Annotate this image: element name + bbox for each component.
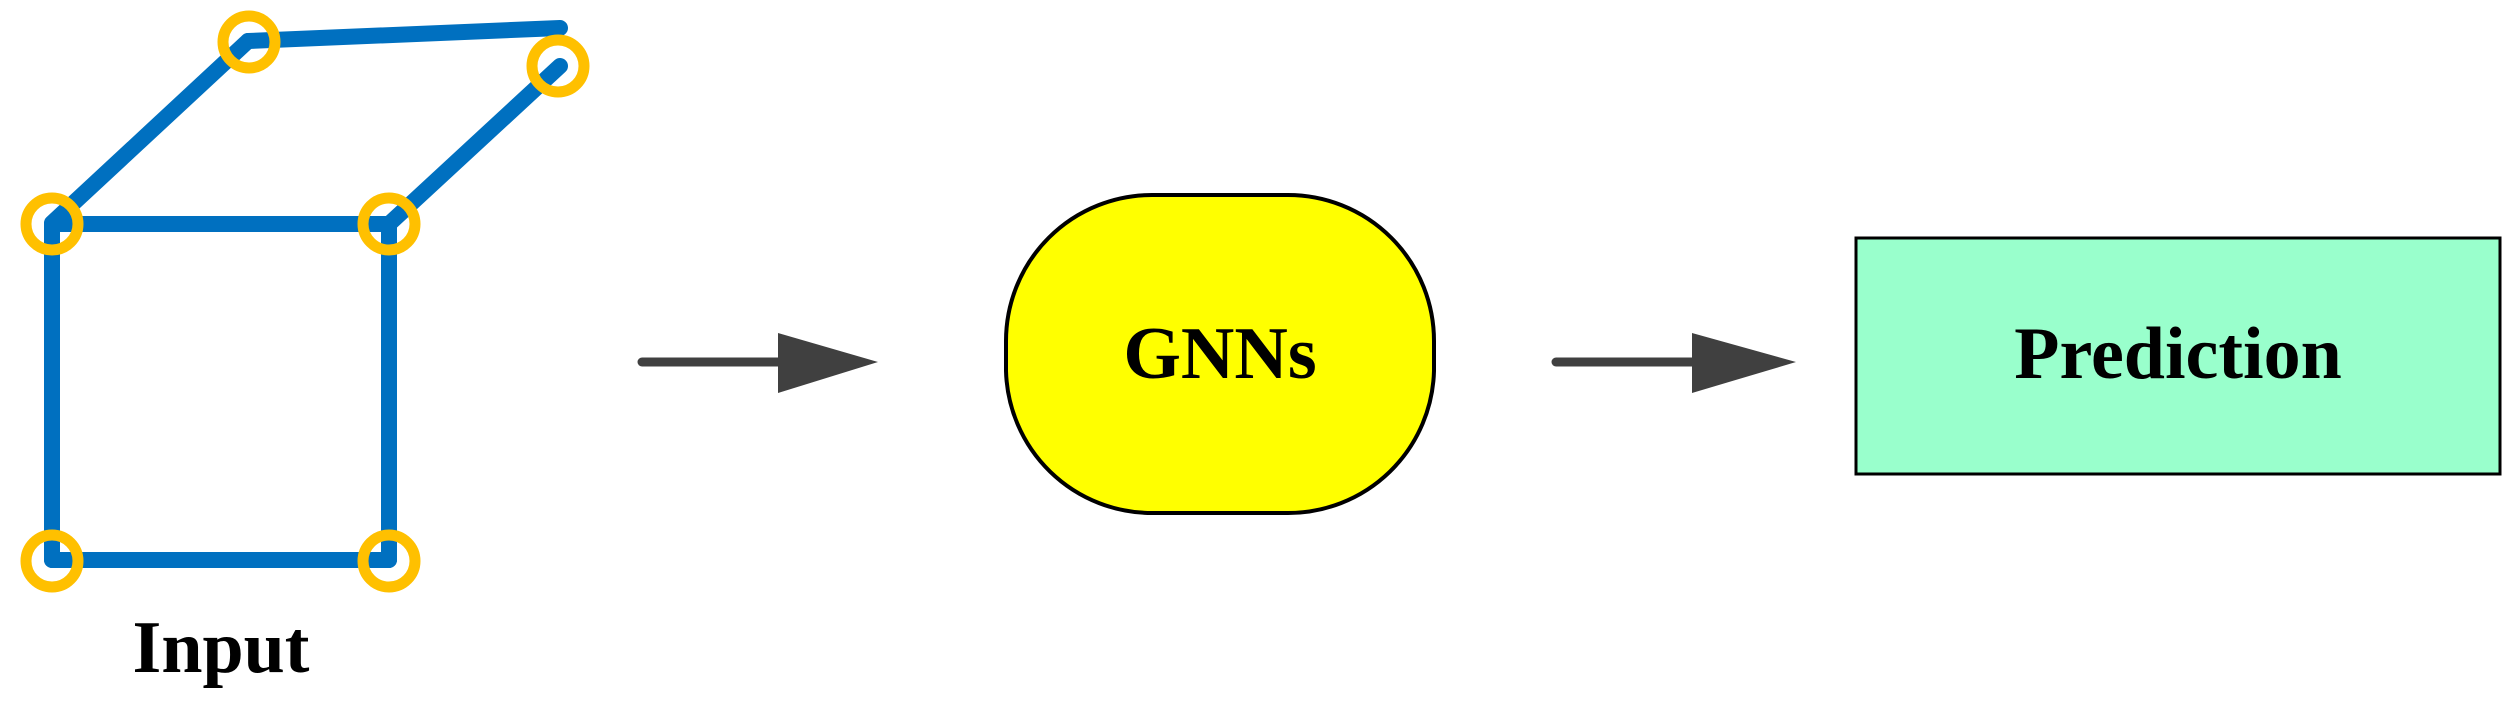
input-label: Input (133, 607, 310, 689)
gnn-label: GNNs (1123, 313, 1316, 395)
graph-node (20, 529, 84, 593)
graph-node (20, 192, 84, 256)
prediction-label: Prediction (2014, 313, 2341, 395)
graph-edge (240, 20, 568, 49)
arrow-gnn-to-prediction (1551, 333, 1796, 393)
graph-nodes (20, 10, 590, 593)
arrow-input-to-gnn (637, 333, 878, 393)
graph-edge (44, 33, 256, 231)
input-graph: Input (20, 10, 590, 689)
graph-node (357, 529, 421, 593)
prediction-block: Prediction (1854, 236, 2502, 476)
graph-node (217, 10, 281, 74)
graph-node (357, 192, 421, 256)
graph-edges (44, 20, 568, 568)
graph-edge (381, 58, 568, 232)
graph-node (526, 34, 590, 98)
gnn-block: GNNs (1004, 193, 1436, 515)
